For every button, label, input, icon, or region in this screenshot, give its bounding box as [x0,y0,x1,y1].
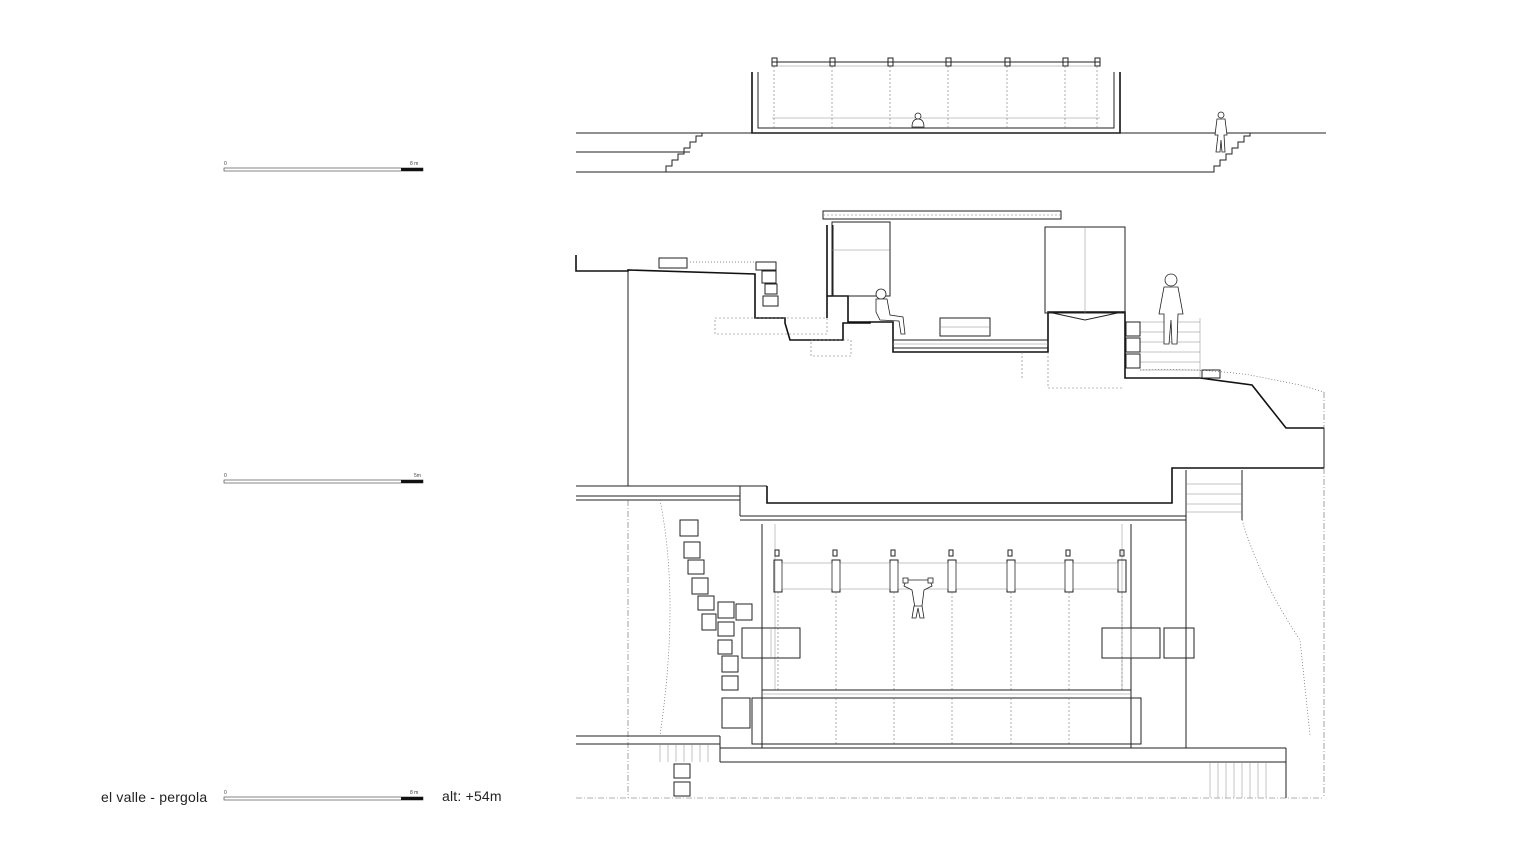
scale-bar-bottom-end: 8 m [410,790,418,796]
altitude-label: alt: +54m [442,788,502,804]
standing-figure-section [1158,273,1184,345]
scale-bar-middle-end: 5m [414,473,421,479]
stepping-stones [673,519,753,797]
plan-view [576,468,1325,799]
elevation-view [576,57,1326,173]
scale-bar-bottom-start: 0 [224,790,227,796]
scale-bar-top-start: 0 [224,161,227,167]
seated-figure-section [875,288,906,335]
scale-bar-middle: 0 5m [223,473,424,484]
standing-figure-elevation [1214,111,1228,153]
scale-bar-top-end: 8 m [410,161,418,167]
section-view [575,210,1325,504]
scale-bar-middle-start: 0 [224,473,227,479]
drawing-title: el valle - pergola [101,789,208,805]
figure-plan [902,577,934,619]
scale-bar-top: 0 8 m [223,161,424,172]
scale-bar-bottom: 0 8 m [223,790,424,801]
